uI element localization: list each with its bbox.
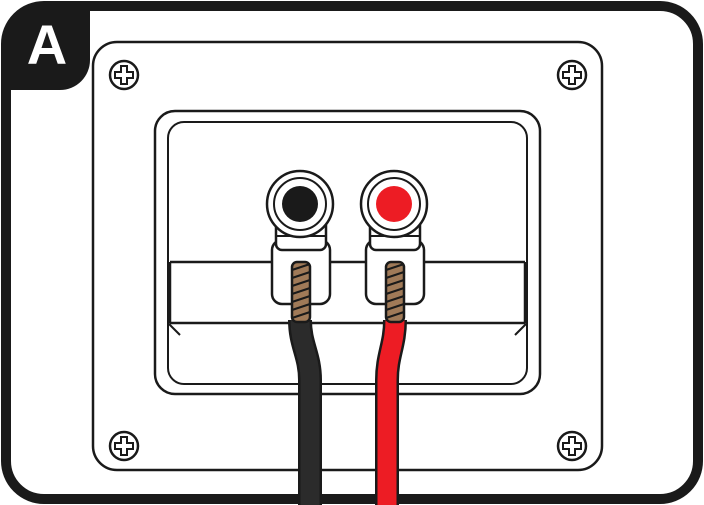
positive-copper-strands — [384, 260, 406, 324]
ledge-diag-right — [514, 322, 528, 336]
screw-bottom-left-icon — [108, 430, 140, 462]
screw-top-right-icon — [556, 59, 588, 91]
terminal-cup-inner — [167, 121, 528, 385]
positive-terminal-cap — [376, 186, 412, 222]
negative-terminal-cap — [282, 186, 318, 222]
panel-label-tab — [6, 6, 90, 90]
screw-top-left-icon — [108, 59, 140, 91]
positive-binding-post-icon — [359, 169, 429, 306]
negative-copper-strands — [290, 260, 312, 324]
negative-wire — [288, 319, 322, 505]
ledge-diag-left — [167, 322, 181, 336]
screw-bottom-right-icon — [556, 430, 588, 462]
positive-wire — [375, 319, 407, 505]
